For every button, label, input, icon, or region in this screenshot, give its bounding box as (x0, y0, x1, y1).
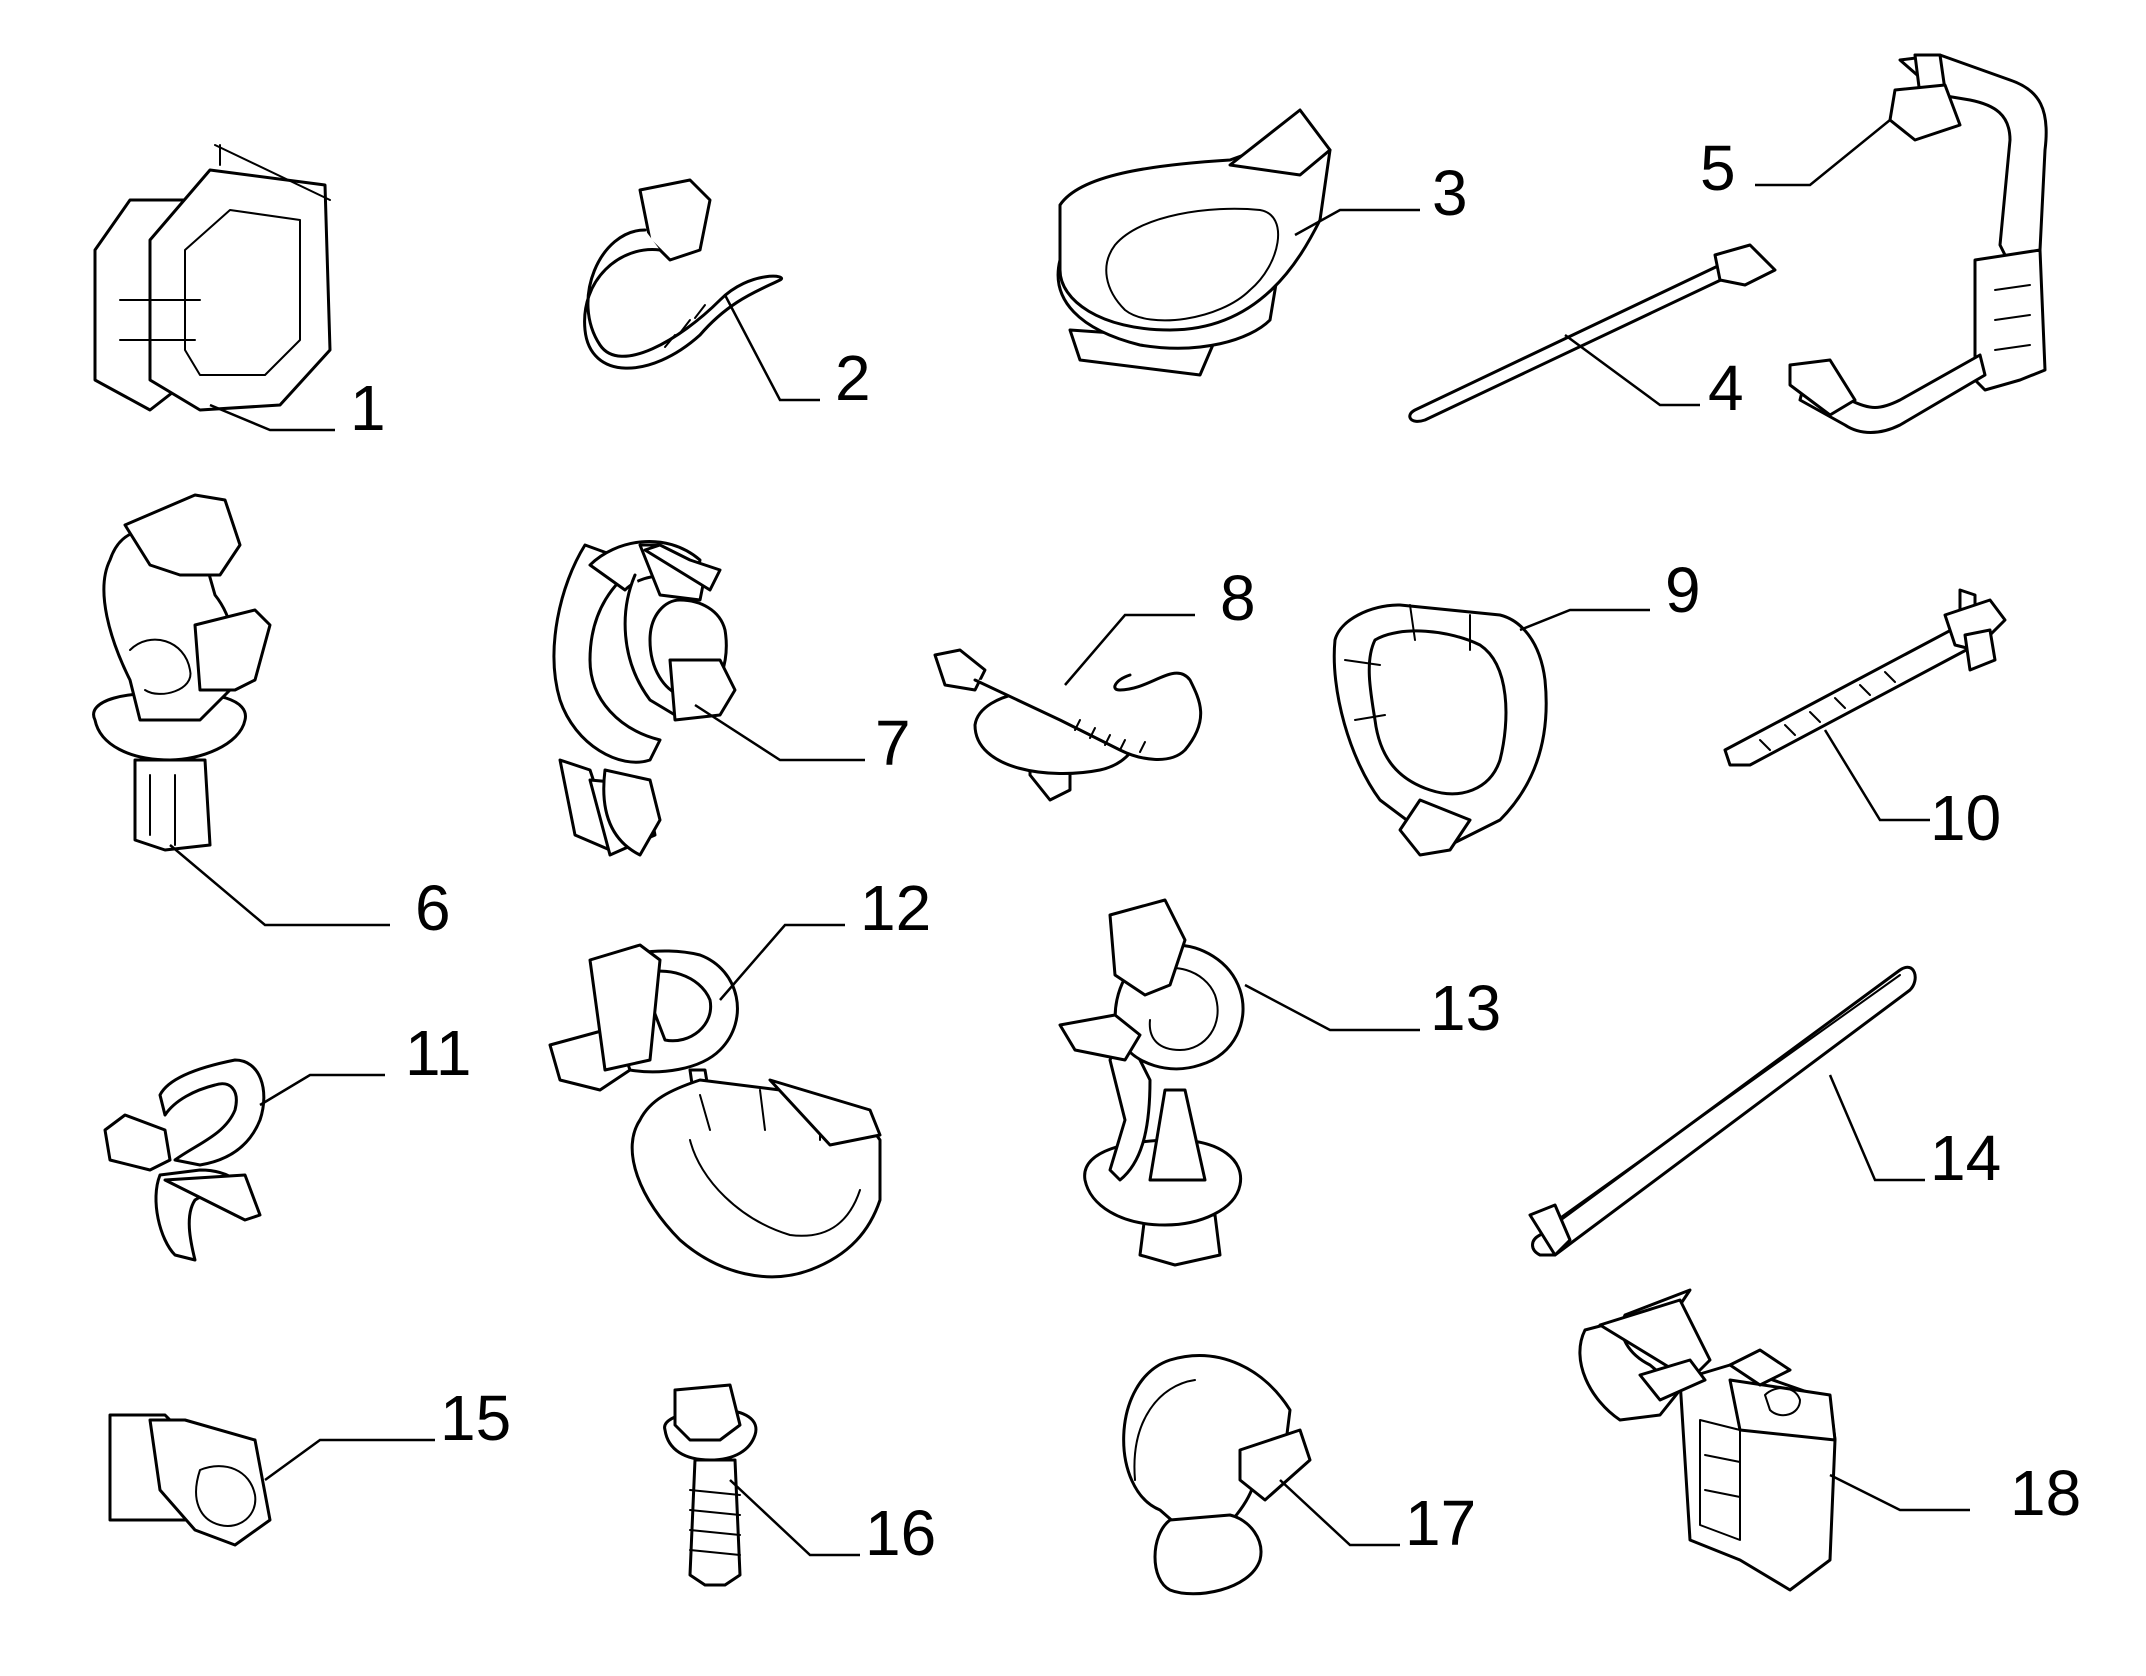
callout-15: 15 (440, 1382, 511, 1454)
leader-16 (729, 1479, 860, 1557)
leader-15 (264, 1438, 435, 1482)
callout-10: 10 (1930, 782, 2001, 854)
leader-7 (694, 703, 865, 762)
part-10-tie-with-post (1723, 588, 2007, 767)
part-1-square-holder (93, 144, 332, 412)
callout-3: 3 (1432, 157, 1468, 229)
part-3-oval-clip (1056, 108, 1332, 377)
leader-2 (723, 294, 820, 402)
callout-8: 8 (1220, 562, 1256, 634)
leader-8 (1064, 613, 1195, 686)
part-16-flanged-bolt (663, 1383, 758, 1587)
leader-13 (1244, 983, 1420, 1032)
callout-14: 14 (1930, 1122, 2001, 1194)
callout-13: 13 (1430, 972, 1501, 1044)
part-12-large-clip (548, 943, 882, 1279)
leader-6 (169, 844, 390, 927)
leader-4 (1564, 333, 1700, 407)
part-4-long-cable-tie (1408, 243, 1777, 423)
leader-17 (1279, 1479, 1400, 1547)
leader-12 (719, 923, 845, 1001)
callout-5: 5 (1700, 132, 1736, 204)
callout-9: 9 (1665, 554, 1701, 626)
leader-10 (1823, 729, 1930, 822)
callout-11: 11 (405, 1017, 471, 1089)
part-14-edge-trim (1528, 966, 1917, 1257)
callout-12: 12 (860, 872, 931, 944)
part-17-round-clip (1122, 1354, 1312, 1596)
part-2-cable-tie-loop (583, 178, 784, 370)
callout-6: 6 (415, 872, 451, 944)
callout-18: 18 (2010, 1457, 2081, 1529)
part-8-tie-with-base (933, 648, 1203, 802)
part-11-hoop-clip (103, 1058, 266, 1262)
callout-1: 1 (350, 372, 386, 444)
part-18-block-clip (1578, 1288, 1837, 1592)
callout-numbers: 1 2 3 4 5 6 7 8 9 10 11 12 13 14 15 16 1… (350, 132, 2081, 1569)
leader-5 (1755, 119, 1891, 187)
part-7-double-clip (552, 540, 737, 857)
part-9-ring-clip (1332, 603, 1548, 857)
part-15-square-grommet (108, 1413, 272, 1547)
leader-9 (1519, 608, 1650, 632)
leader-3 (1294, 208, 1420, 237)
callout-4: 4 (1708, 352, 1744, 424)
leader-14 (1828, 1074, 1925, 1182)
part-13-tall-pin-clip (1058, 898, 1245, 1267)
leader-11 (259, 1073, 385, 1107)
leader-lines (169, 119, 1970, 1557)
part-6-push-clip (92, 493, 272, 852)
callout-7: 7 (875, 707, 911, 779)
callout-2: 2 (835, 342, 871, 414)
part-5-bracket-clamp (1788, 53, 2048, 434)
callout-17: 17 (1405, 1487, 1476, 1559)
leader-18 (1829, 1473, 1970, 1512)
leader-1 (209, 403, 335, 432)
callout-16: 16 (865, 1497, 936, 1569)
